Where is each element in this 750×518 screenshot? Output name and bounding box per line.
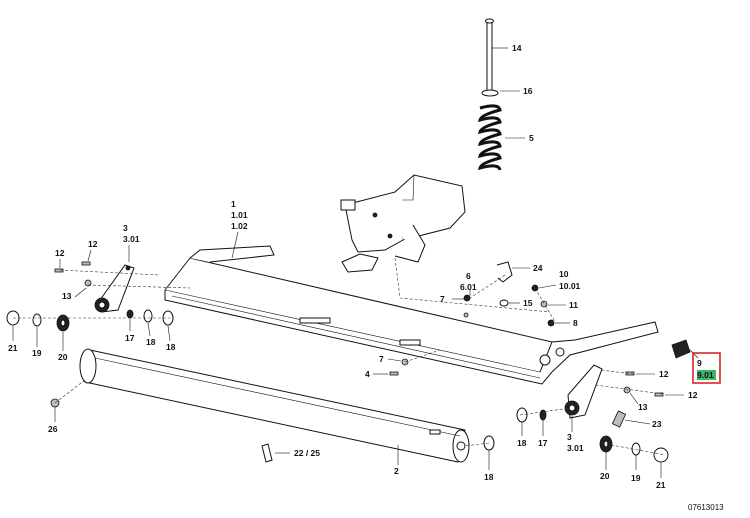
callout-16: 16	[523, 86, 533, 96]
spring-part-5[interactable]	[478, 104, 502, 171]
washer-part-18-a[interactable]	[143, 309, 153, 323]
part-8[interactable]	[547, 319, 555, 327]
callout-21-left: 21	[8, 343, 18, 353]
callout-15: 15	[523, 298, 533, 308]
highlight-box[interactable]	[692, 352, 721, 384]
bearing-part-20-left[interactable]	[56, 314, 70, 332]
callout-1-02: 1.02	[231, 221, 248, 231]
bolt-part-4[interactable]	[389, 371, 399, 376]
callout-19-left: 19	[32, 348, 42, 358]
callout-7-b: 7	[379, 354, 384, 364]
nut-part-13-right[interactable]	[623, 386, 631, 394]
hook-part-24[interactable]	[496, 261, 513, 283]
bracket-part-3-right[interactable]	[564, 364, 603, 419]
part-6[interactable]	[463, 294, 471, 302]
part-9[interactable]	[671, 339, 691, 359]
spacer-part-17-left[interactable]	[126, 309, 134, 319]
callout-12-d: 12	[688, 390, 698, 400]
spring-bolt-part-14[interactable]	[485, 18, 494, 93]
callout-10-01: 10.01	[559, 281, 581, 291]
callout-12-b: 12	[88, 239, 98, 249]
upper-bracket	[340, 174, 466, 273]
drawing-code: 07613013	[688, 503, 724, 512]
callout-2: 2	[394, 466, 399, 476]
callout-5: 5	[529, 133, 534, 143]
callout-17-right: 17	[538, 438, 548, 448]
callout-20-right: 20	[600, 471, 610, 481]
callout-3-right: 3	[567, 432, 572, 442]
bolt-part-12-a[interactable]	[54, 268, 64, 273]
callout-22-25: 22 / 25	[294, 448, 320, 458]
callout-18-d: 18	[484, 472, 494, 482]
washer-part-16[interactable]	[481, 89, 499, 97]
main-frame-part-1[interactable]	[164, 245, 659, 385]
callout-13-right: 13	[638, 402, 648, 412]
callout-6: 6	[466, 271, 471, 281]
part-11[interactable]	[540, 300, 548, 308]
circlip-part-19-left[interactable]	[32, 313, 42, 327]
cap-part-21-right[interactable]	[653, 447, 669, 463]
part-15[interactable]	[499, 299, 509, 307]
callout-23: 23	[652, 419, 662, 429]
callout-20-left: 20	[58, 352, 68, 362]
callout-3-01-left: 3.01	[123, 234, 140, 244]
callout-26: 26	[48, 424, 58, 434]
callout-21-right: 21	[656, 480, 666, 490]
callout-1: 1	[231, 199, 236, 209]
callout-18-b: 18	[166, 342, 176, 352]
callout-1-01: 1.01	[231, 210, 248, 220]
callout-3-left: 3	[123, 223, 128, 233]
callout-19-right: 19	[631, 473, 641, 483]
callout-9: 9	[697, 358, 702, 368]
callout-8: 8	[573, 318, 578, 328]
roller-part-2[interactable]	[79, 348, 470, 463]
highlight-fill	[697, 370, 716, 380]
callout-17-left: 17	[125, 333, 135, 343]
callout-18-c: 18	[517, 438, 527, 448]
callout-14: 14	[512, 43, 522, 53]
callout-13-left: 13	[62, 291, 72, 301]
nut-part-13-left[interactable]	[84, 279, 92, 287]
callout-18-a: 18	[146, 337, 156, 347]
callout-11: 11	[569, 300, 578, 310]
callout-7-a: 7	[440, 294, 445, 304]
bolt-part-12-b[interactable]	[81, 261, 91, 266]
callout-10: 10	[559, 269, 569, 279]
bracket-part-3-left[interactable]	[94, 264, 135, 313]
callout-6-01: 6.01	[460, 282, 477, 292]
part-7-a[interactable]	[463, 312, 469, 318]
callout-12-a: 12	[55, 248, 65, 258]
clip-part-22-25[interactable]	[261, 443, 273, 463]
callout-4: 4	[365, 369, 370, 379]
callout-3-01-right: 3.01	[567, 443, 584, 453]
bolt-part-12-d[interactable]	[654, 392, 664, 397]
grease-nipple-part-23[interactable]	[611, 410, 627, 428]
bolt-part-12-c[interactable]	[625, 371, 635, 376]
callout-12-c: 12	[659, 369, 669, 379]
callout-9-01[interactable]: 9.01	[697, 370, 714, 380]
callout-24: 24	[533, 263, 543, 273]
